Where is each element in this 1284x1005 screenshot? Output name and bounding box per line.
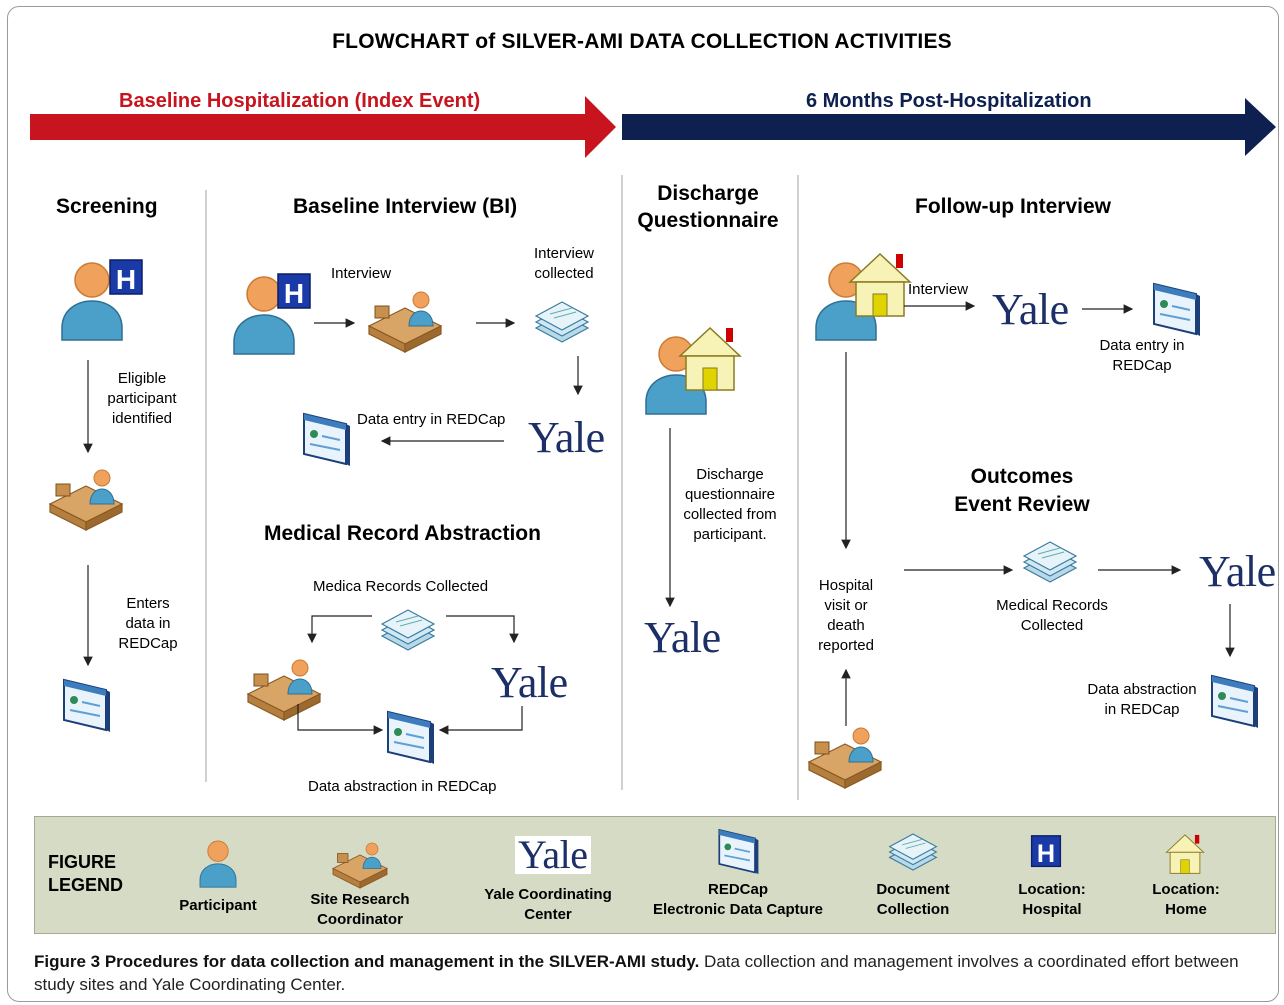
hospital-visit-line-3: death bbox=[827, 617, 865, 634]
figure-frame bbox=[7, 6, 1279, 1002]
outcomes-records-line-1: Medical Records bbox=[996, 597, 1108, 614]
legend-title-line-1: FIGURE bbox=[48, 852, 117, 872]
legend-home-line-1: Location: bbox=[1152, 881, 1220, 898]
discharge-collected-line-4: participant. bbox=[693, 526, 767, 543]
outcomes-records-label: Medical Records Collected bbox=[986, 596, 1118, 636]
legend-document-line-2: Collection bbox=[876, 901, 950, 918]
bi-interview-label: Interview bbox=[331, 265, 392, 282]
figure-legend bbox=[34, 816, 1276, 934]
bi-collected-label: Interview collected bbox=[524, 244, 604, 284]
outcomes-yale-mark: Yale bbox=[1199, 547, 1276, 596]
legend-redcap-line-1: REDCap bbox=[707, 881, 768, 898]
discharge-yale-mark: Yale bbox=[644, 613, 721, 662]
eligible-line-3: identified bbox=[111, 410, 173, 427]
legend-coordinator-label: Site Research Coordinator bbox=[290, 890, 430, 930]
discharge-collected-label: Discharge questionnaire collected from p… bbox=[680, 465, 780, 545]
discharge-collected-line-1: Discharge bbox=[696, 466, 764, 483]
mr-yale-mark: Yale bbox=[491, 658, 568, 707]
phase-baseline-label: Baseline Hospitalization (Index Event) bbox=[119, 90, 481, 112]
eligible-line-2: participant bbox=[107, 390, 177, 407]
outcomes-heading-line-1: Outcomes bbox=[970, 465, 1074, 488]
discharge-heading-line-1: Discharge bbox=[657, 182, 759, 205]
screening-heading: Screening bbox=[56, 195, 158, 218]
fu-yale-mark: Yale bbox=[992, 285, 1069, 334]
followup-arrow bbox=[622, 98, 1276, 156]
enters-line-3: REDCap bbox=[118, 635, 178, 652]
hospital-visit-line-4: reported bbox=[818, 637, 874, 654]
outcomes-abstraction-line-1: Data abstraction bbox=[1087, 681, 1197, 698]
enters-label: Enters data in REDCap bbox=[108, 594, 188, 654]
legend-hospital-label: Location: Hospital bbox=[998, 880, 1106, 920]
figure-caption: Figure 3 Procedures for data collection … bbox=[34, 950, 1264, 996]
fu-data-entry-label: Data entry in REDCap bbox=[1086, 336, 1198, 376]
legend-yale-line-1: Yale Coordinating bbox=[484, 886, 612, 903]
enters-line-2: data in bbox=[125, 615, 171, 632]
outcomes-abstraction-label: Data abstraction in REDCap bbox=[1076, 680, 1208, 720]
legend-redcap-label: REDCap Electronic Data Capture bbox=[640, 880, 836, 920]
discharge-heading-line-2: Questionnaire bbox=[637, 209, 779, 232]
mr-collected-label: Medica Records Collected bbox=[313, 578, 489, 595]
fu-data-entry-line-1: Data entry in bbox=[1099, 337, 1185, 354]
legend-title-line-2: LEGEND bbox=[48, 875, 124, 895]
legend-home-label: Location: Home bbox=[1136, 880, 1236, 920]
outcomes-abstraction-line-2: in REDCap bbox=[1104, 701, 1180, 718]
outcomes-heading-line-2: Event Review bbox=[954, 493, 1090, 516]
discharge-collected-line-2: questionnaire bbox=[684, 486, 776, 503]
legend-participant-label: Participant bbox=[160, 896, 276, 916]
legend-participant-line-1: Participant bbox=[179, 897, 257, 914]
legend-document-line-1: Document bbox=[876, 881, 950, 898]
baseline-interview-heading: Baseline Interview (BI) bbox=[293, 195, 518, 218]
caption-text: Data collection and management involves … bbox=[34, 952, 1239, 994]
bi-collected-line-1: Interview bbox=[533, 245, 595, 262]
fu-interview-label: Interview bbox=[908, 281, 969, 298]
followup-interview-heading: Follow-up Interview bbox=[915, 195, 1112, 218]
caption-bold: Figure 3 Procedures for data collection … bbox=[34, 952, 700, 971]
legend-yale-line-2: Center bbox=[524, 906, 572, 923]
discharge-heading: Discharge Questionnaire bbox=[628, 180, 788, 234]
bi-yale-mark: Yale bbox=[528, 413, 605, 462]
hospital-visit-label: Hospital visit or death reported bbox=[810, 576, 882, 656]
outcomes-heading: Outcomes Event Review bbox=[930, 463, 1114, 519]
fu-data-entry-line-2: REDCap bbox=[1112, 357, 1172, 374]
legend-yale-mark: Yale bbox=[515, 835, 591, 875]
legend-title: FIGURE LEGEND bbox=[48, 851, 123, 897]
outcomes-records-line-2: Collected bbox=[1020, 617, 1084, 634]
medical-record-heading: Medical Record Abstraction bbox=[264, 522, 541, 545]
diagram-title: FLOWCHART of SILVER-AMI DATA COLLECTION … bbox=[332, 30, 952, 53]
enters-line-1: Enters bbox=[126, 595, 170, 612]
legend-redcap-line-2: Electronic Data Capture bbox=[652, 901, 824, 918]
legend-yale-label: Yale Coordinating Center bbox=[466, 885, 630, 925]
legend-coordinator-line-2: Coordinator bbox=[317, 911, 403, 928]
mr-abstraction-label: Data abstraction in REDCap bbox=[308, 778, 497, 795]
eligible-line-1: Eligible bbox=[117, 370, 167, 387]
legend-coordinator-line-1: Site Research bbox=[310, 891, 410, 908]
phase-followup-label: 6 Months Post-Hospitalization bbox=[806, 90, 1092, 112]
baseline-arrow bbox=[30, 96, 616, 158]
legend-home-line-2: Home bbox=[1165, 901, 1207, 918]
hospital-visit-line-1: Hospital bbox=[818, 577, 874, 594]
hospital-visit-line-2: visit or bbox=[824, 597, 868, 614]
discharge-collected-line-3: collected from bbox=[683, 506, 777, 523]
legend-hospital-line-2: Hospital bbox=[1022, 901, 1082, 918]
bi-collected-line-2: collected bbox=[534, 265, 594, 282]
eligible-label: Eligible participant identified bbox=[100, 369, 184, 429]
bi-data-entry-label: Data entry in REDCap bbox=[357, 411, 506, 428]
legend-document-label: Document Collection bbox=[858, 880, 968, 920]
legend-hospital-line-1: Location: bbox=[1018, 881, 1086, 898]
